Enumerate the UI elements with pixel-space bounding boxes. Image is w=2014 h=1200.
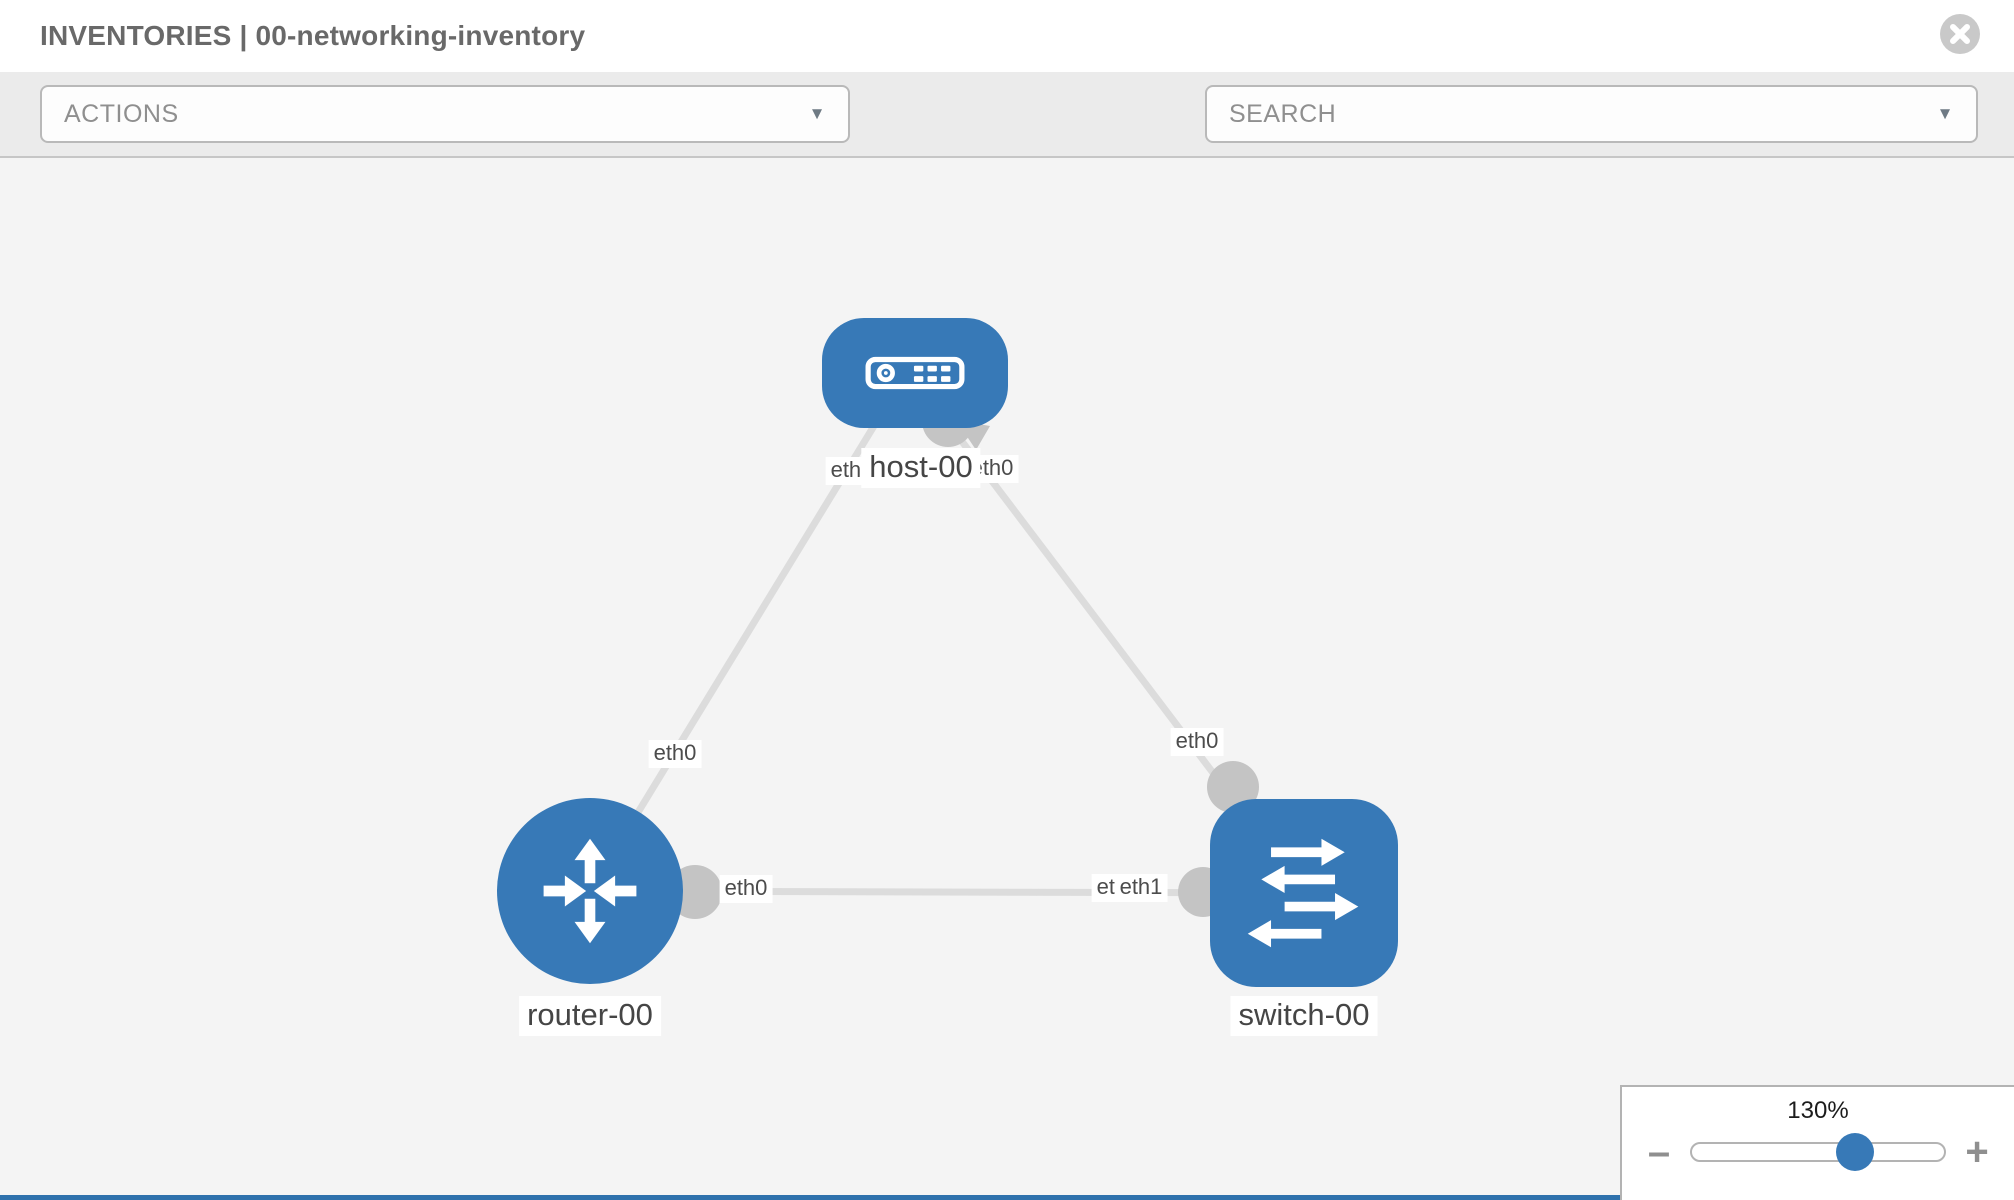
search-dropdown[interactable]: SEARCH ▼ <box>1205 85 1978 143</box>
host-icon <box>865 356 965 390</box>
zoom-slider[interactable] <box>1690 1133 1946 1171</box>
router-icon <box>543 838 637 944</box>
zoom-slider-thumb[interactable] <box>1836 1133 1875 1171</box>
topology-canvas[interactable]: host-00 router-00 switch-00 eth0 eth0 et… <box>0 158 2014 1200</box>
if-label-host-switch-switch-end: eth0 <box>1170 728 1224 756</box>
node-label-switch-00: switch-00 <box>1230 996 1378 1036</box>
zoom-level: 130% <box>1787 1097 1849 1124</box>
page-title: INVENTORIES | 00-networking-inventory <box>40 20 586 51</box>
node-label-host-00: host-00 <box>861 448 981 488</box>
if-label-router-switch-router-end: eth0 <box>719 875 773 903</box>
node-switch-00[interactable] <box>1210 799 1398 987</box>
zoom-out-button[interactable]: – <box>1647 1130 1671 1174</box>
zoom-in-button[interactable]: + <box>1965 1130 1989 1174</box>
chevron-down-icon: ▼ <box>1936 104 1954 123</box>
if-label-router-switch-switch-end-front: eth1 <box>1114 874 1168 902</box>
node-label-router-00: router-00 <box>519 996 661 1036</box>
switch-icon <box>1247 838 1359 948</box>
close-x-glyph <box>1950 24 1970 44</box>
close-icon[interactable] <box>1940 14 1980 54</box>
topology-edges <box>587 395 1307 919</box>
page-header: INVENTORIES | 00-networking-inventory <box>0 0 2014 72</box>
node-router-00[interactable] <box>497 798 683 984</box>
bottom-blue-bar <box>0 1195 1620 1200</box>
if-label-host-router-router-end: eth0 <box>648 740 702 768</box>
zoom-panel: 130% – + <box>1620 1085 2014 1200</box>
actions-dropdown[interactable]: ACTIONS ▼ <box>40 85 850 143</box>
search-placeholder: SEARCH <box>1229 99 1337 128</box>
chevron-down-icon: ▼ <box>808 104 826 123</box>
toolbar: ACTIONS ▼ SEARCH ▼ <box>0 72 2014 208</box>
actions-dropdown-label: ACTIONS <box>64 99 179 128</box>
node-host-00[interactable] <box>822 318 1008 428</box>
